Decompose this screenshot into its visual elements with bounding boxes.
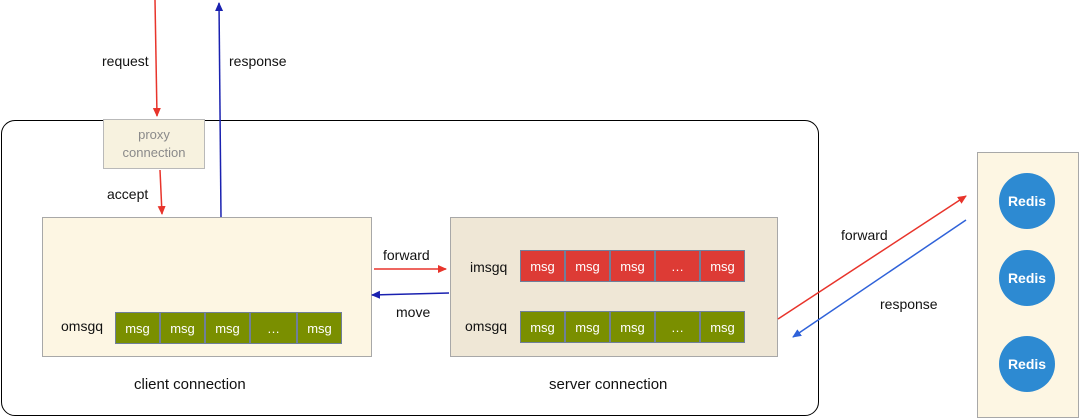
queue-cell: msg [565, 250, 610, 282]
accept-arrow [157, 169, 166, 215]
server-imsgq-queue: msg msg msg … msg [520, 250, 745, 282]
queue-cell: msg [610, 311, 655, 343]
response-top-label: response [229, 53, 287, 69]
queue-cell: msg [297, 312, 342, 344]
move-label: move [396, 304, 431, 320]
queue-cell: … [250, 312, 297, 344]
forward-to-redis-arrow [777, 195, 967, 320]
server-omsgq-queue: msg msg msg … msg [520, 311, 745, 343]
response-from-redis-label: response [880, 296, 938, 312]
queue-cell: msg [520, 311, 565, 343]
move-arrow [371, 290, 450, 299]
queue-cell: msg [610, 250, 655, 282]
redis-node: Redis [999, 173, 1055, 229]
proxy-label-line1: proxy [138, 127, 170, 142]
forward-to-redis-label: forward [841, 227, 888, 243]
forward-label: forward [383, 247, 430, 263]
server-omsgq-label: omsgq [465, 318, 508, 334]
queue-cell: msg [520, 250, 565, 282]
server-imsgq-label: imsgq [470, 259, 508, 275]
queue-cell: … [655, 250, 700, 282]
proxy-connection-box: proxy connection [103, 119, 205, 169]
queue-cell: msg [160, 312, 205, 344]
accept-label: accept [107, 186, 149, 202]
request-arrow [152, 0, 161, 117]
queue-cell: msg [205, 312, 250, 344]
client-omsgq-queue: msg msg msg … msg [115, 312, 342, 344]
server-connection-title: server connection [549, 376, 668, 393]
redis-node: Redis [999, 250, 1055, 306]
response-from-redis-arrow [792, 219, 967, 338]
client-omsgq-label: omsgq [61, 318, 104, 334]
redis-node: Redis [999, 336, 1055, 392]
response-up-arrow [215, 2, 224, 218]
queue-cell: msg [565, 311, 610, 343]
queue-cell: … [655, 311, 700, 343]
request-label: request [102, 53, 149, 69]
client-connection-title: client connection [134, 376, 246, 393]
proxy-label-line2: connection [122, 145, 186, 160]
queue-cell: msg [115, 312, 160, 344]
queue-cell: msg [700, 250, 745, 282]
queue-cell: msg [700, 311, 745, 343]
